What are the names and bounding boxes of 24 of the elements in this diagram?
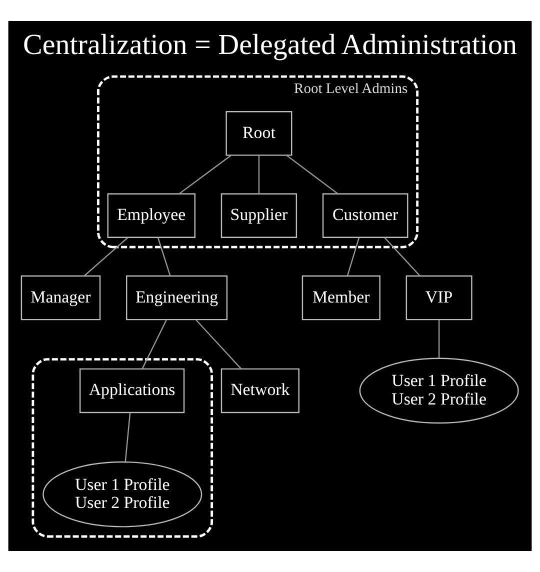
node-box: Applications	[79, 368, 185, 414]
node-box: Root	[226, 111, 292, 156]
connector	[157, 238, 171, 276]
node-box: Customer	[322, 193, 408, 238]
connector	[286, 155, 338, 194]
node-box: Manager	[20, 275, 101, 320]
node-box: Member	[302, 275, 380, 320]
connector	[346, 238, 360, 276]
cluster	[32, 358, 214, 538]
connector	[179, 155, 232, 194]
connector	[384, 237, 420, 276]
connector	[84, 237, 128, 276]
connector	[196, 320, 242, 370]
node-ellipse: User 1 Profile User 2 Profile	[42, 461, 202, 528]
node-box: Supplier	[220, 193, 298, 238]
node-ellipse: User 1 Profile User 2 Profile	[359, 358, 519, 424]
node-box: Engineering	[126, 275, 228, 320]
node-box: VIP	[406, 275, 472, 320]
connector	[258, 156, 260, 194]
connector	[124, 412, 131, 462]
diagram-title: Centralization = Delegated Administration	[23, 28, 517, 61]
connector	[438, 320, 440, 358]
node-box: Network	[220, 368, 300, 414]
node-box: Employee	[107, 193, 196, 238]
